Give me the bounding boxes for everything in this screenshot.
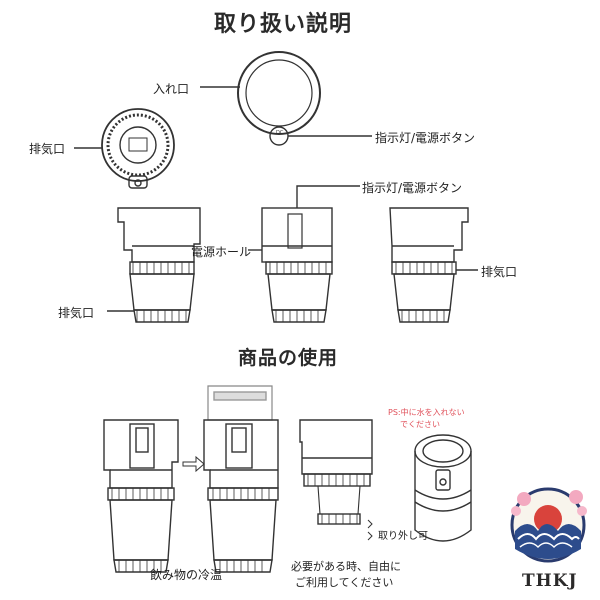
exhaust-left-label: 排気口 [58,306,95,320]
indicator-top-label: 指示灯/電源ボタン [375,131,476,145]
usage-note-line2: ご利用してください [295,576,394,589]
exhaust-right-label: 排気口 [481,265,518,279]
usage-note-line1: 必要がある時、自由に [291,560,401,573]
svg-text:DC: DC [276,130,284,136]
exhaust-bottom-label: 排気口 [29,142,66,156]
power-hole-label: 電源ホール [191,245,252,259]
ps-note-line1: PS:中に水を入れない [388,408,465,417]
ps-note-line2: でください [400,420,440,429]
inlet-label: 入れ口 [153,82,190,96]
brand-logo-emblem [510,487,587,563]
brand-logo-text: THKJ [522,571,578,591]
drink-caption: 飲み物の冷温 [150,568,223,582]
manual-title: 取り扱い説明 [214,12,353,37]
removable-label: 取り外し可 [378,531,428,542]
usage-title: 商品の使用 [238,347,339,369]
indicator-mid-label: 指示灯/電源ボタン [362,181,463,195]
